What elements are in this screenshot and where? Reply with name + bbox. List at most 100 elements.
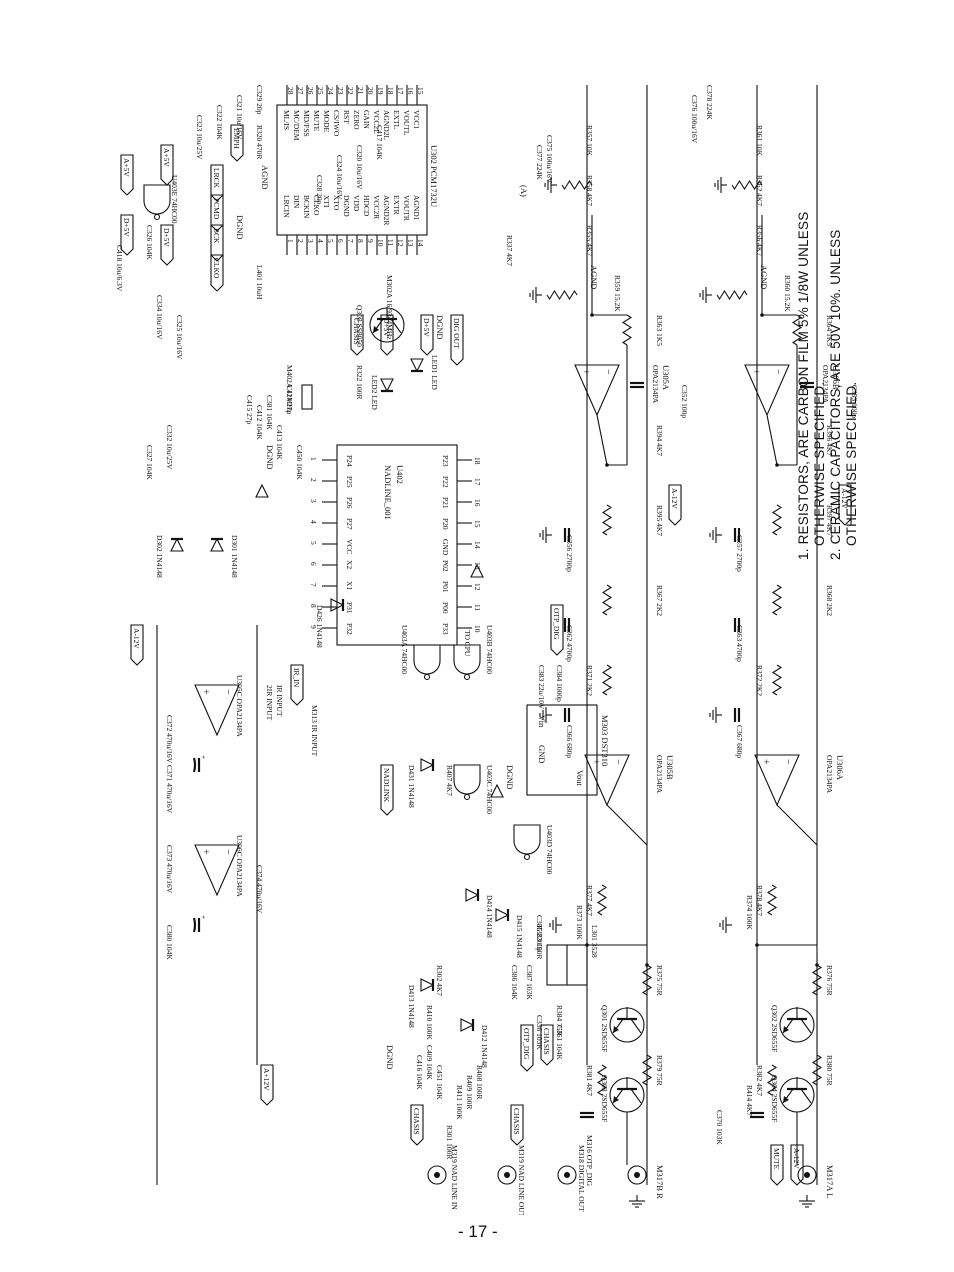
pcm-pin-name-right: AGND2L: [382, 110, 391, 140]
gate-label-u403a: U403A 74HC00: [400, 625, 409, 674]
nad-pin-name-bottom: VCC: [345, 539, 354, 554]
opamp-body: [754, 754, 800, 807]
ground-symbol: [699, 287, 712, 303]
net-tag-frame: [120, 214, 134, 256]
transistor-collector: [630, 1018, 642, 1034]
diode-d412: [460, 1018, 475, 1032]
jack-label-left: M317A L: [825, 1165, 835, 1198]
pcm-pin-name-right: GAIN: [362, 110, 371, 129]
gate-label-u403e: U403E 74HC00: [170, 175, 179, 224]
net-tag-d5v-2: [380, 314, 394, 356]
pcm-pin-name-right: MC/DEM: [292, 110, 301, 141]
dgnd-label-3: DGND: [505, 765, 515, 790]
resistor-label-r408: R408 100R: [475, 1065, 484, 1099]
pulse-transformer: [546, 944, 588, 986]
dgnd-label-2: DGND: [435, 315, 445, 340]
nad-pin-name-top: P23: [441, 455, 450, 467]
diode-d415: [495, 908, 510, 922]
net-tag-lrck: [210, 164, 224, 202]
transistor-label-q303: Q303 2SD655F: [600, 1075, 609, 1122]
net-tag-bck: [210, 224, 224, 262]
nad-pin-num-bottom: 6: [309, 562, 318, 566]
reg-pin-vin: Vin: [537, 715, 547, 728]
capacitor-label-c324: C324 10u/16V: [335, 155, 344, 200]
led-label-2: LED2 LED: [370, 375, 379, 410]
jack-outer: [497, 1165, 517, 1185]
filter-capacitor: [563, 618, 571, 632]
nad-pin-num-top: 16: [473, 499, 482, 507]
diode-body: [170, 537, 184, 552]
gate-body: [453, 644, 481, 675]
capacitor-label-c334: C334 10u/16V: [155, 295, 164, 340]
net-tag-a5v-2: [120, 154, 134, 196]
resistor-label-r414: R414 4K7: [745, 1085, 754, 1116]
diode-body: [380, 378, 394, 393]
capacitor-label-c412: C412 104K: [255, 405, 264, 440]
net-tag-frame: [230, 124, 244, 162]
nad-pin-name-top: P21: [441, 497, 450, 509]
capacitor-label-c409: C409 104K: [425, 1045, 434, 1080]
resistor-label-r376: R376 75R: [825, 965, 834, 996]
resistor-label-r358: R358 4K7: [585, 175, 594, 206]
jack-pin: [434, 1172, 440, 1178]
diode-d301: [210, 537, 224, 552]
digital-out-label: M318 DIGITAL OUT: [577, 1145, 586, 1212]
opamp-ref-u305b: U305B: [665, 755, 675, 780]
diode-label-d431: D431 1N4148: [407, 765, 416, 808]
nadline-in-jack: [427, 1165, 447, 1185]
opamp-inv-sign: −: [782, 759, 793, 765]
opamp-noninv-sign: +: [200, 849, 211, 855]
opamp-stage: [754, 754, 800, 807]
resistor-label-r337: R337 4K7: [505, 235, 514, 266]
capacitor-label-c361: C361 104K: [555, 1025, 564, 1060]
transistor-arrow: [783, 1026, 789, 1033]
ground-symbol: [539, 707, 552, 723]
net-tag-mute-text: MUTE: [772, 1148, 781, 1170]
resistor-label-r383: R383 150R: [535, 925, 544, 959]
resistor-zigzag: [771, 504, 783, 536]
nad-pin-name-bottom: X2: [345, 560, 354, 569]
net-tag-a12v-neg-text: A-12V: [132, 628, 141, 649]
nand-gate-u403a: [413, 644, 441, 681]
pcm-pin-num-right: 20: [366, 87, 375, 95]
resistor-label-r381: R381 4K7: [585, 1065, 594, 1096]
gate-label-u403b: U403B 74HC00: [485, 625, 494, 674]
nad-pin-name-top: P20: [441, 518, 450, 530]
opamp-u305c: [194, 684, 240, 737]
resistor-label-r409: R409 100R: [465, 1075, 474, 1109]
capacitor-label-c336: C336 103K: [535, 1015, 544, 1050]
diode-label-d415: D415 1N4148: [515, 915, 524, 958]
resistor-zigzag: [601, 504, 613, 536]
pcm-pin-name-left: XTI: [322, 195, 331, 208]
resistor-label-r379: R379 75R: [655, 1055, 664, 1086]
nad-pin-num-bottom: 5: [309, 541, 318, 545]
capacitor-label-c328: C328 20p: [315, 175, 324, 205]
transistor-label-q304: Q304 2SD655F: [770, 1075, 779, 1122]
wire: [606, 804, 648, 846]
dgnd-triangle: [470, 563, 484, 578]
series-resistor: [641, 1054, 653, 1086]
resistor-label-r411: R411 100K: [455, 1085, 464, 1120]
nadline-out-jack: [497, 1165, 517, 1185]
capacitor-label-c417: C417 104K: [375, 125, 384, 160]
diode-label-d426: D426 1N4148: [315, 605, 324, 648]
pcm-pin-num-left: 5: [326, 239, 335, 243]
opamp-body: [744, 364, 790, 417]
net-tag-a5v-text: A+5V: [162, 148, 171, 167]
net-tag-a-12v-2-text: A-12V: [840, 488, 849, 509]
output-transistor-upper: [609, 1077, 645, 1113]
resistor-label-r380: R380 75R: [825, 1055, 834, 1086]
supply-capacitor: [192, 917, 201, 933]
opamp-stage: [574, 364, 620, 417]
opamp-part-u305a: OPA2134PA: [651, 365, 660, 404]
pcm-pin-num-left: 4: [316, 239, 325, 243]
input-resistor: [771, 584, 783, 616]
nad-pin-name-bottom: P24: [345, 455, 354, 467]
capacitor-label-c322: C322 104K: [215, 105, 224, 140]
net-tag-otp-dig-2-text: OTP_DIG: [552, 608, 561, 640]
gate-bubble: [423, 673, 431, 681]
net-tag-otp-dig-text: OTP_DIG: [522, 1028, 531, 1060]
net-tag-a-12v-text: A-12V: [792, 1148, 801, 1169]
opamp-part-u306a: OPA2134PA: [825, 755, 834, 794]
jack-pin: [804, 1172, 810, 1178]
